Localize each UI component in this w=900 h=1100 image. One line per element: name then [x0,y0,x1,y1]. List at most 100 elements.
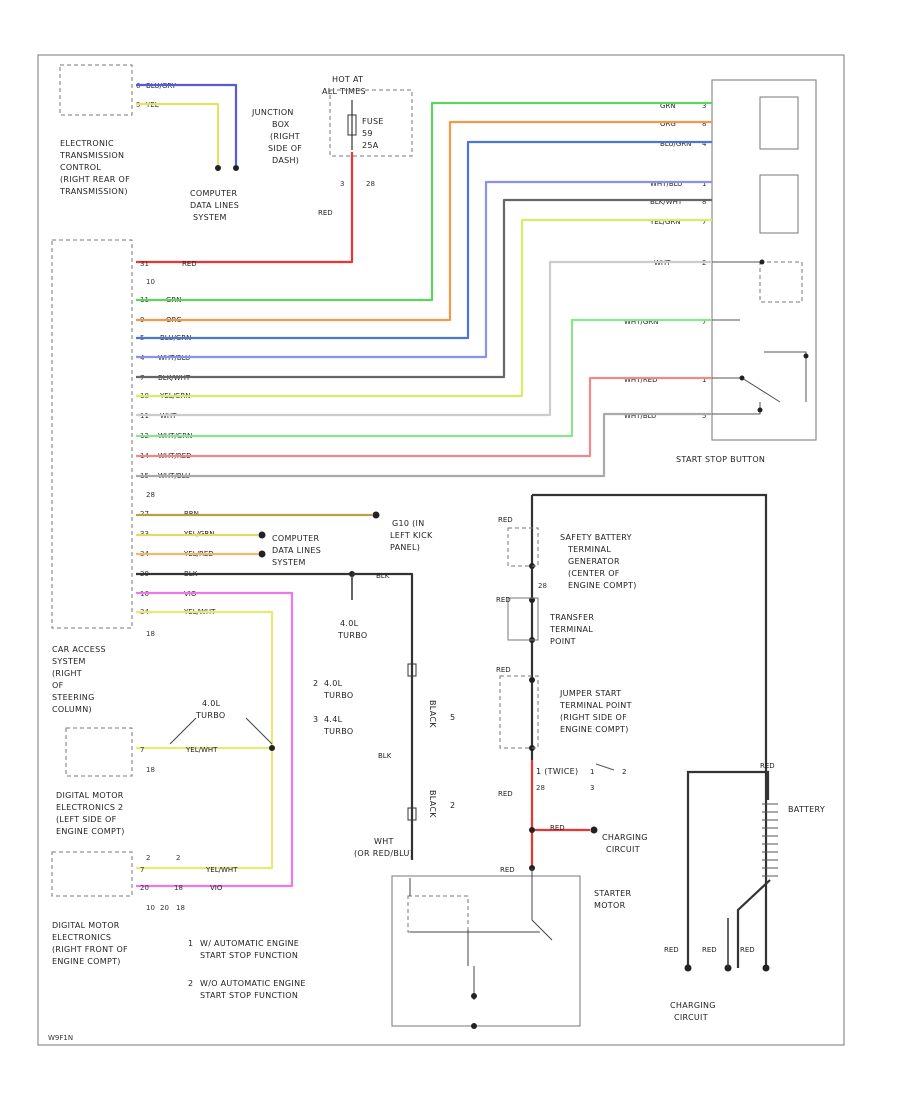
svg-text:ENGINE COMPT): ENGINE COMPT) [568,581,637,590]
svg-text:ELECTRONIC: ELECTRONIC [60,139,114,148]
starter-motor-label: STARTER MOTOR [594,889,631,910]
dme2-label: DIGITAL MOTOR ELECTRONICS 2 (LEFT SIDE O… [56,791,125,836]
ground-g10 [372,511,380,519]
wire-wht-red [136,376,712,458]
svg-text:DASH): DASH) [272,156,299,165]
svg-text:JUMPER START: JUMPER START [559,689,621,698]
charging-circuit-label-2: CHARGING CIRCUIT [670,1001,715,1022]
charging-circuit-label-1: CHARGING CIRCUIT [602,833,647,854]
svg-text:GRN: GRN [660,102,676,110]
inline-connector-1 [407,663,417,677]
wire-grn [136,101,712,302]
svg-text:SYSTEM: SYSTEM [193,213,227,222]
turbo-splice-label: 4.0L TURBO [195,699,225,720]
svg-text:5: 5 [702,412,706,420]
svg-text:W/O AUTOMATIC ENGINE: W/O AUTOMATIC ENGINE [200,979,306,988]
svg-text:RED: RED [740,946,755,954]
svg-text:(RIGHT FRONT OF: (RIGHT FRONT OF [52,945,128,954]
svg-text:STEERING: STEERING [52,693,95,702]
svg-text:WHT/BLU: WHT/BLU [624,412,656,420]
svg-text:3: 3 [313,715,318,724]
svg-text:DATA LINES: DATA LINES [272,546,321,555]
svg-text:W/ AUTOMATIC ENGINE: W/ AUTOMATIC ENGINE [200,939,299,948]
svg-text:START STOP FUNCTION: START STOP FUNCTION [200,991,298,1000]
jumper-wire-label: RED [496,666,511,674]
battery-wire [686,770,770,968]
svg-text:CIRCUIT: CIRCUIT [606,845,640,854]
wire-tcm-blu [136,83,238,165]
battery-term-3 [762,964,770,972]
svg-text:2: 2 [188,979,193,988]
svg-text:4.0L: 4.0L [324,679,343,688]
blk-wire-label-2: BLK [378,752,392,760]
svg-text:18: 18 [146,630,155,638]
data-term-2 [258,550,266,558]
svg-text:(CENTER OF: (CENTER OF [568,569,620,578]
cas-pins: 31 RED 10 11 GRN 9 ORG 5 BLU/GRN 4 WHT/B… [140,260,216,638]
ign-switch-symbol [595,763,615,771]
svg-text:CAR ACCESS: CAR ACCESS [52,645,106,654]
wht-note-label: WHT (OR RED/BLU) [354,837,413,858]
svg-text:POINT: POINT [550,637,576,646]
starter-internal [409,868,553,1000]
footer-code: W9F1N [48,1034,73,1042]
vertical-black-labels: BLACK BLACK 5 2 [428,700,455,818]
svg-text:ELECTRONICS: ELECTRONICS [52,933,111,942]
transfer-wire-label: RED [496,596,511,604]
svg-text:BOX: BOX [272,120,290,129]
svg-text:BLACK: BLACK [428,790,437,818]
svg-text:4.4L: 4.4L [324,715,343,724]
dme2-pin-2: 18 [146,766,155,774]
computer-data-lines-label-1: COMPUTER DATA LINES SYSTEM [190,189,239,222]
svg-text:DIGITAL MOTOR: DIGITAL MOTOR [56,791,124,800]
svg-text:BLU/GRN: BLU/GRN [660,140,691,148]
bottom-red-labels: RED RED RED [664,946,755,954]
svg-text:CIRCUIT: CIRCUIT [674,1013,708,1022]
ign-switch-pins: 1 2 3 [590,768,626,792]
svg-text:ELECTRONICS 2: ELECTRONICS 2 [56,803,123,812]
svg-text:WHT/BLU: WHT/BLU [650,180,682,188]
blk-wire-label: BLK [376,572,390,580]
fuse-label: FUSE 59 25A [362,117,383,150]
svg-text:(OR RED/BLU): (OR RED/BLU) [354,849,413,858]
car-access-label: CAR ACCESS SYSTEM (RIGHT OF STEERING COL… [52,645,106,714]
wire-yel-wht [136,610,274,870]
wire-fuse-red [136,152,354,264]
charging-term [590,826,598,834]
wire-wht-blu [136,180,712,359]
battery-neg [736,879,771,968]
svg-text:GENERATOR: GENERATOR [568,557,620,566]
svg-text:ORG: ORG [660,120,676,128]
svg-text:WHT: WHT [374,837,394,846]
safety-pin: 28 [538,582,547,590]
svg-text:TURBO: TURBO [195,711,225,720]
svg-text:20: 20 [160,904,169,912]
tcm-term-2 [233,165,239,171]
starter-ground-2 [471,1023,477,1029]
diagram-frame [37,54,845,1046]
svg-text:ALL TIMES: ALL TIMES [322,87,366,96]
svg-text:ENGINE COMPT): ENGINE COMPT) [56,827,125,836]
turbo-splice-lines [169,717,273,745]
battery-wire-label: RED [760,762,775,770]
start-stop-inner-1 [759,96,799,150]
svg-text:TRANSMISSION): TRANSMISSION) [59,187,128,196]
svg-text:TRANSMISSION: TRANSMISSION [59,151,124,160]
node-red-1 [529,827,535,833]
svg-text:TERMINAL POINT: TERMINAL POINT [559,701,632,710]
tcm-module-box [59,64,133,116]
svg-text:RED: RED [664,946,679,954]
tcm-label: ELECTRONIC TRANSMISSION CONTROL (RIGHT R… [59,139,130,196]
svg-text:BLACK: BLACK [428,700,437,728]
transfer-terminal-box [507,597,539,641]
svg-text:COMPUTER: COMPUTER [190,189,238,198]
svg-text:HOT AT: HOT AT [332,75,363,84]
svg-text:1: 1 [702,376,706,384]
wire-blk-main [532,493,768,968]
svg-text:PANEL): PANEL) [390,543,420,552]
safety-label: SAFETY BATTERY TERMINAL GENERATOR (CENTE… [560,533,637,590]
svg-text:TRANSFER: TRANSFER [549,613,594,622]
svg-text:8: 8 [702,120,706,128]
svg-text:WHT/RED: WHT/RED [624,376,658,384]
svg-text:YEL/GRN: YEL/GRN [649,218,680,226]
